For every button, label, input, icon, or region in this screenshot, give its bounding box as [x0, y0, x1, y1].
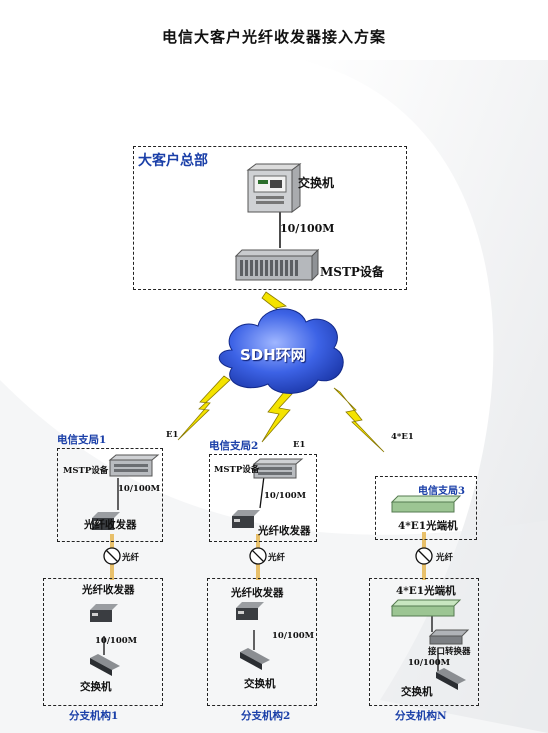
branch1-transceiver-label: 光纤收发器	[84, 519, 137, 531]
branch3-remote-speed-label: 10/100M	[408, 658, 451, 668]
branch2-speed-label: 10/100M	[264, 491, 307, 501]
hq-switch-icon	[246, 163, 302, 213]
branch2-fiber-label: 光纤	[268, 553, 286, 563]
hq-switch-label: 交换机	[298, 176, 335, 190]
hq-link-speed: 10/100M	[280, 222, 335, 235]
hq-mstp-icon	[234, 248, 320, 282]
transceiver-icon	[92, 512, 120, 530]
branch1-remote-transceiver-label: 光纤收发器	[82, 584, 135, 596]
branch1-office-label: 电信支局1	[57, 434, 107, 446]
branch3-device-label: 4*E1光端机	[398, 520, 458, 532]
branch2-mstp-icon	[252, 458, 304, 479]
background-swoosh-lower	[0, 380, 548, 733]
sdh-cloud-icon	[218, 308, 344, 394]
page-title: 电信大客户光纤收发器接入方案	[161, 28, 386, 46]
branch2-site-frame	[207, 578, 317, 706]
branch2-remote-switch-label: 交换机	[244, 678, 276, 690]
branch2-transceiver-label: 光纤收发器	[258, 525, 311, 537]
remote-switch-icon	[90, 654, 120, 676]
branch3-office-frame	[375, 476, 477, 540]
fiber-symbol-icon	[103, 547, 121, 565]
lightning-mid-icon	[261, 391, 293, 443]
hq-frame	[133, 146, 407, 290]
branch1-device-label: MSTP设备	[63, 466, 109, 476]
interface-converter-icon	[428, 629, 470, 645]
optical-terminal-icon	[390, 599, 462, 617]
fiber-symbol-icon	[249, 547, 267, 565]
branch2-office-label: 电信支局2	[209, 440, 259, 452]
transceiver-icon	[232, 510, 260, 528]
branch2-remote-speed-label: 10/100M	[272, 631, 315, 641]
branch2-site-label: 分支机构2	[241, 710, 291, 722]
hq-mstp-label: MSTP设备	[320, 265, 384, 279]
hq-label: 大客户总部	[138, 153, 208, 169]
branch1-site-label: 分支机构1	[69, 710, 119, 722]
branch1-site-frame	[43, 578, 163, 706]
branch2-remote-transceiver-label: 光纤收发器	[231, 587, 284, 599]
e1-left-label: E1	[166, 430, 179, 440]
sdh-cloud-label: SDH环网	[240, 346, 306, 364]
branch1-remote-switch-label: 交换机	[80, 681, 112, 693]
lightning-right-icon	[333, 387, 385, 453]
remote-switch-icon	[436, 668, 466, 690]
lightning-left-icon	[177, 375, 231, 441]
branch2-device-label: MSTP设备	[214, 465, 260, 475]
branch3-site-frame	[369, 578, 479, 706]
branch1-remote-speed-label: 10/100M	[95, 636, 138, 646]
transceiver-icon	[236, 602, 264, 620]
fiber-symbol-icon	[415, 547, 433, 565]
branch2-office-frame	[209, 454, 317, 542]
remote-switch-icon	[240, 648, 270, 670]
branch1-speed-label: 10/100M	[118, 484, 161, 494]
branch1-office-frame	[57, 448, 163, 542]
optical-terminal-icon	[390, 495, 462, 513]
e1-right-label: 4*E1	[391, 432, 414, 442]
branch3-remote-switch-label: 交换机	[401, 686, 433, 698]
branch1-mstp-icon	[108, 454, 160, 477]
branch3-site-label: 分支机构N	[395, 710, 447, 722]
transceiver-icon	[90, 604, 118, 622]
branch3-converter-label: 接口转换器	[428, 647, 471, 657]
branch3-fiber-label: 光纤	[436, 553, 454, 563]
e1-mid-label: E1	[293, 440, 306, 450]
branch1-fiber-label: 光纤	[122, 553, 140, 563]
branch3-remote-device-label: 4*E1光端机	[396, 585, 456, 597]
branch3-office-label: 电信支局3	[418, 486, 465, 497]
